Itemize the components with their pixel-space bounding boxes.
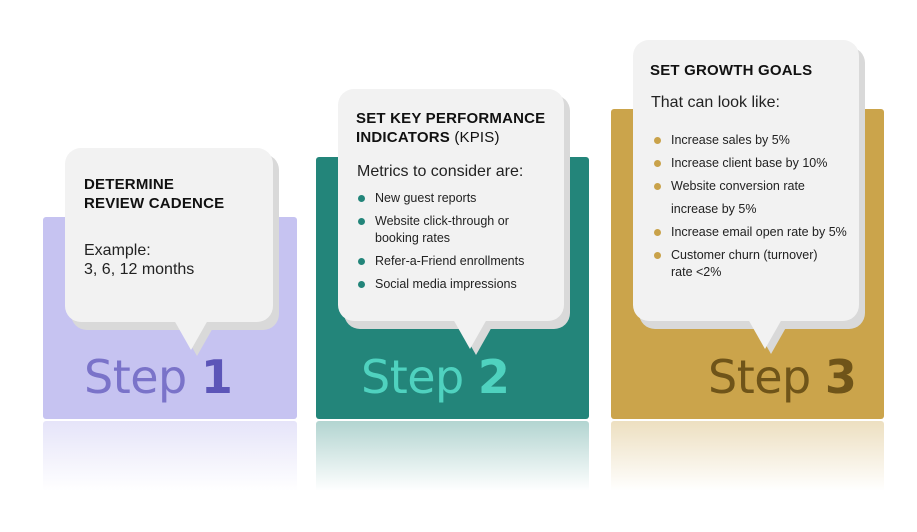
list-item-text: Customer churn (turnover) [671, 248, 818, 262]
step-3-bubble-tail [748, 319, 782, 349]
step-1-example-label: Example: [84, 242, 151, 259]
step-2-metric-list: New guest reports Website click-through … [357, 190, 557, 293]
step-1-heading: DETERMINE REVIEW CADENCE [84, 175, 224, 213]
step-2-label: Step 2 [361, 354, 510, 400]
list-item: New guest reports [357, 190, 557, 207]
bullet-dot [358, 218, 365, 225]
list-item-text: Increase client base by 10% [671, 156, 828, 170]
bullet-dot [654, 137, 661, 144]
list-item: Website conversion rate increase by 5% [653, 175, 859, 221]
step-1-bubble-tail [174, 320, 208, 350]
step-3-label: Step 3 [708, 354, 857, 400]
step-3-heading: SET GROWTH GOALS [650, 62, 813, 79]
step-3-goal-list: Increase sales by 5% Increase client bas… [653, 129, 859, 281]
step-2-heading-line-1: SET KEY PERFORMANCE [356, 110, 546, 127]
step-1-example: Example: 3, 6, 12 months [84, 241, 194, 279]
step-1-reflection [43, 421, 297, 491]
step-1-label: Step 1 [84, 354, 233, 400]
list-item-text: Website conversion rate [671, 179, 805, 193]
bullet-dot [654, 229, 661, 236]
list-item-text: Increase email open rate by 5% [671, 225, 847, 239]
list-item-text: Social media impressions [375, 277, 517, 291]
list-item-text: Website click-through or [375, 214, 509, 228]
step-3-word: Step [708, 350, 811, 404]
step-3-bubble: SET GROWTH GOALS That can look like: Inc… [633, 40, 859, 321]
step-2-reflection [316, 421, 589, 491]
list-item: Refer-a-Friend enrollments [357, 253, 557, 270]
step-1-example-value: 3, 6, 12 months [84, 261, 195, 278]
step-2-heading-light: (KPIS) [449, 129, 500, 146]
step-2-heading: SET KEY PERFORMANCE INDICATORS (KPIS) [356, 109, 545, 147]
step-2-number: 2 [477, 350, 510, 404]
bullet-dot [358, 281, 365, 288]
bullet-dot [654, 252, 661, 259]
list-item: Social media impressions [357, 276, 557, 293]
step-3-intro: That can look like: [651, 94, 780, 111]
bullet-dot [654, 183, 661, 190]
step-3-reflection [611, 421, 884, 491]
step-1-bubble: DETERMINE REVIEW CADENCE Example: 3, 6, … [65, 148, 273, 322]
bullet-dot [358, 195, 365, 202]
step-1-word: Step [84, 350, 187, 404]
step-2-word: Step [361, 350, 464, 404]
list-item-text-continued: booking rates [375, 231, 451, 245]
list-item-text: New guest reports [375, 191, 477, 205]
step-1-heading-line-1: DETERMINE [84, 176, 175, 193]
list-item-text-continued: increase by 5% [671, 202, 757, 216]
list-item-text: Refer-a-Friend enrollments [375, 254, 525, 268]
list-item: Increase sales by 5% [653, 129, 859, 152]
step-1-heading-line-2: REVIEW CADENCE [84, 195, 225, 212]
bullet-dot [358, 258, 365, 265]
step-3-number: 3 [824, 350, 857, 404]
step-2-bubble-tail [453, 319, 487, 349]
step-2-heading-bold: INDICATORS [356, 129, 450, 146]
list-item-text: Increase sales by 5% [671, 133, 790, 147]
step-2-intro: Metrics to consider are: [357, 163, 524, 180]
list-item: Website click-through or booking rates [357, 213, 557, 247]
step-2-bubble: SET KEY PERFORMANCE INDICATORS (KPIS) Me… [338, 89, 564, 321]
step-2-heading-line-2: INDICATORS (KPIS) [356, 128, 545, 147]
list-item: Increase email open rate by 5% [653, 221, 859, 244]
list-item: Customer churn (turnover) rate <2% [653, 247, 859, 281]
bullet-dot [654, 160, 661, 167]
list-item: Increase client base by 10% [653, 152, 859, 175]
list-item-text-continued: rate <2% [671, 265, 722, 279]
step-1-number: 1 [200, 350, 233, 404]
